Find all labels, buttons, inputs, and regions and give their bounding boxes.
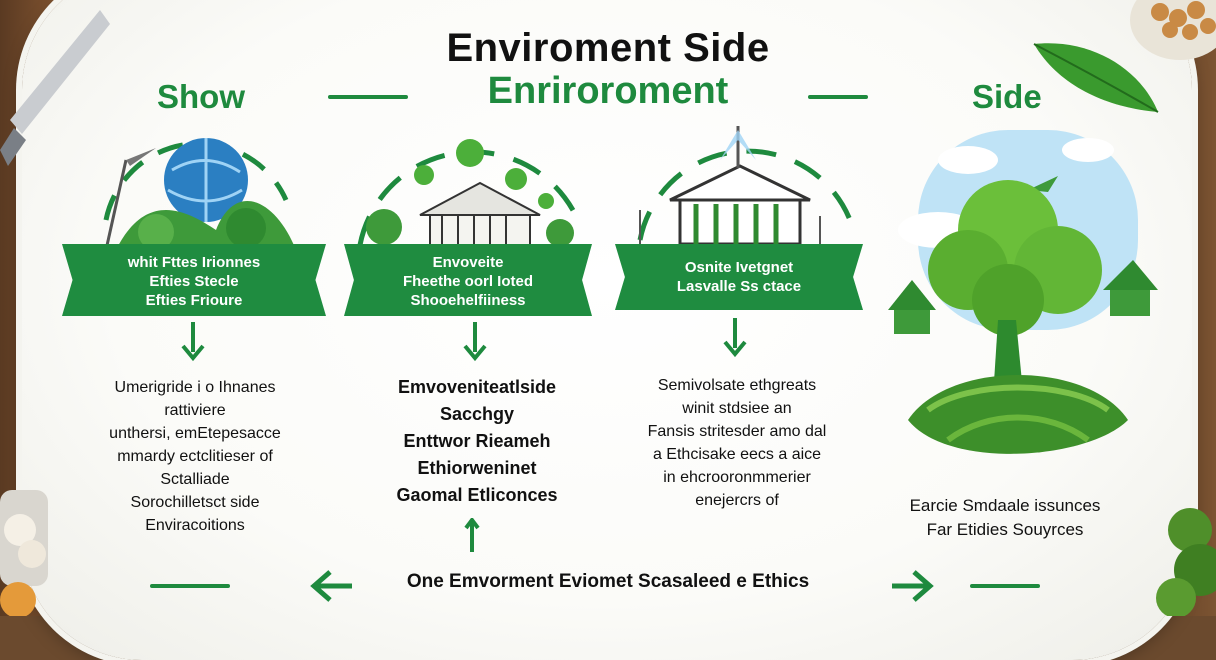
tree-illustration (888, 130, 1158, 454)
banner-line: Osnite Ivetgnet (684, 259, 794, 276)
banner-line: Shooehelfiiness (410, 292, 526, 309)
text-line: rattiviere (164, 402, 226, 419)
text-line: Gaomal Etliconces (396, 485, 558, 505)
banner-line: Efties Stecle (149, 273, 239, 290)
text-line: a Ethcisake eecs a aice (652, 446, 822, 463)
text-line: Sorochilletsct side (130, 494, 260, 511)
garlic-bowl-illustration (0, 490, 48, 616)
text-line: Fansis stritesder amo dal (647, 423, 827, 440)
building-wind-turbine-illustration (637, 126, 853, 248)
col-3-text: Semivolsate ethgreats winit stdsiee an F… (612, 374, 862, 512)
text-line: in ehcrooronmmerier (663, 469, 811, 486)
banner-line: Fheethe oorl Ioted (402, 273, 533, 290)
globe-windmill-illustration (103, 138, 296, 251)
text-line: winit stdsiee an (682, 400, 792, 417)
footer-dash-left (150, 584, 230, 588)
text-line: Enttwor Rieameh (403, 431, 551, 451)
banner-col-3: Osnite Ivetgnet Lasvalle Ss ctace (615, 244, 863, 310)
col-2-text: Emvoveniteatlside Sacchgy Enttwor Rieame… (362, 374, 592, 509)
text-line: Enviracoitions (145, 517, 245, 534)
banner-col-2: Envoveite Fheethe oorl Ioted Shooehelfii… (344, 244, 592, 316)
down-arrow-icon (463, 322, 487, 362)
text-line: Ethiorweninet (417, 458, 537, 478)
text-line: Far Etidies Souyrces (926, 520, 1084, 539)
text-line: Sctalliade (160, 471, 230, 488)
text-line: enejercrs of (695, 492, 779, 509)
down-arrow-icon (723, 318, 747, 358)
col-4-text: Earcie Smdaale issunces Far Etidies Souy… (880, 494, 1130, 542)
text-line: mmardy ectclitieser of (117, 448, 273, 465)
header-dash-left (328, 95, 408, 99)
banner-line: Lasvalle Ss ctace (676, 278, 802, 295)
text-line: Semivolsate ethgreats (657, 377, 817, 394)
text-line: Sacchgy (439, 404, 515, 424)
col-1-text: Umerigride i o Ihnanes rattiviere unther… (80, 376, 310, 537)
left-arrow-icon (310, 570, 352, 602)
text-line: Earcie Smdaale issunces (909, 496, 1101, 515)
page-title: Enviroment Side (446, 26, 770, 70)
page-subtitle: Enriroroment (487, 70, 729, 112)
down-arrow-icon (181, 322, 205, 362)
up-marker-icon (464, 518, 480, 552)
right-heading: Side (972, 78, 1042, 115)
text-line: Umerigride i o Ihnanes (114, 379, 276, 396)
left-heading: Show (157, 78, 245, 115)
text-line: Emvoveniteatlside (397, 377, 557, 397)
leaf-icon (1033, 43, 1159, 113)
broccoli-illustration (1156, 508, 1216, 616)
right-arrow-icon (892, 570, 934, 602)
banner-line: Envoveite (432, 254, 504, 271)
banner-line: Efties Frioure (145, 292, 243, 309)
greenhouse-illustration (357, 139, 583, 248)
footer-dash-right (970, 584, 1040, 588)
text-line: unthersi, emEtepesacce (109, 425, 281, 442)
nuts-bowl-illustration (1130, 0, 1216, 60)
footer-text: One Emvorment Eviomet Scasaleed e Ethics (406, 571, 810, 592)
knife-illustration (0, 10, 110, 166)
header-dash-right (808, 95, 868, 99)
banner-col-1: whit Fttes Irionnes Efties Stecle Efties… (62, 244, 326, 316)
banner-line: whit Fttes Irionnes (127, 254, 261, 271)
